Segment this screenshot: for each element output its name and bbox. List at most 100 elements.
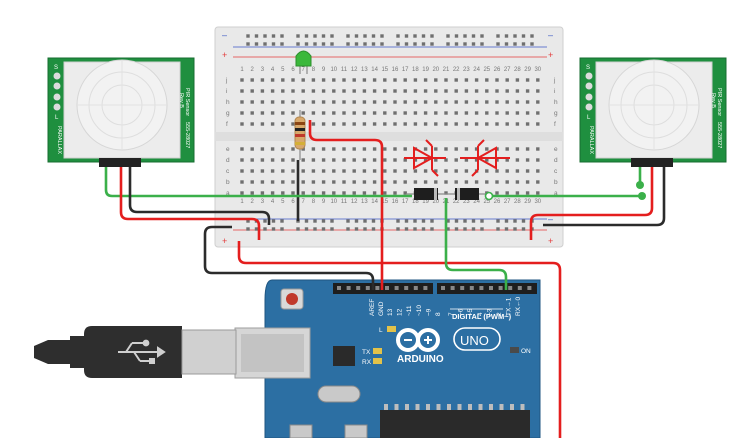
- breadboard-hole[interactable]: [464, 100, 469, 104]
- breadboard-hole[interactable]: [342, 122, 346, 126]
- header-pin[interactable]: [517, 286, 522, 290]
- breadboard-hole[interactable]: [246, 219, 250, 223]
- breadboard-hole[interactable]: [525, 89, 530, 93]
- breadboard-hole[interactable]: [330, 42, 334, 46]
- breadboard-hole[interactable]: [362, 100, 367, 104]
- breadboard-hole[interactable]: [301, 78, 305, 82]
- breadboard-hole[interactable]: [371, 42, 376, 46]
- breadboard-hole[interactable]: [352, 122, 356, 126]
- breadboard-hole[interactable]: [480, 219, 484, 223]
- breadboard-hole[interactable]: [281, 100, 285, 104]
- breadboard-hole[interactable]: [321, 180, 326, 184]
- breadboard-hole[interactable]: [515, 180, 520, 184]
- breadboard-hole[interactable]: [354, 34, 359, 38]
- breadboard-hole[interactable]: [464, 158, 469, 162]
- breadboard-hole[interactable]: [321, 89, 326, 93]
- breadboard-hole[interactable]: [250, 147, 254, 151]
- breadboard-hole[interactable]: [250, 78, 254, 82]
- breadboard-hole[interactable]: [313, 227, 317, 231]
- breadboard-hole[interactable]: [342, 169, 346, 173]
- breadboard-hole[interactable]: [505, 158, 509, 162]
- breadboard-hole[interactable]: [372, 100, 377, 104]
- breadboard-hole[interactable]: [301, 180, 305, 184]
- breadboard-hole[interactable]: [495, 111, 499, 115]
- breadboard-hole[interactable]: [403, 100, 407, 104]
- breadboard-hole[interactable]: [393, 100, 397, 104]
- breadboard-hole[interactable]: [346, 219, 350, 223]
- breadboard-hole[interactable]: [393, 191, 397, 195]
- breadboard-hole[interactable]: [281, 111, 285, 115]
- breadboard-hole[interactable]: [260, 100, 265, 104]
- breadboard-hole[interactable]: [301, 169, 305, 173]
- breadboard-hole[interactable]: [485, 158, 489, 162]
- breadboard-hole[interactable]: [250, 169, 254, 173]
- breadboard-hole[interactable]: [271, 227, 276, 231]
- breadboard-hole[interactable]: [495, 100, 499, 104]
- breadboard-hole[interactable]: [342, 111, 346, 115]
- breadboard-hole[interactable]: [430, 227, 434, 231]
- breadboard-hole[interactable]: [413, 78, 418, 82]
- breadboard-hole[interactable]: [413, 169, 418, 173]
- breadboard-hole[interactable]: [471, 219, 476, 223]
- breadboard-hole[interactable]: [240, 191, 244, 195]
- breadboard-hole[interactable]: [372, 78, 377, 82]
- breadboard-hole[interactable]: [311, 158, 316, 162]
- breadboard-hole[interactable]: [536, 158, 540, 162]
- breadboard-hole[interactable]: [321, 158, 326, 162]
- breadboard-hole[interactable]: [454, 111, 458, 115]
- breadboard-hole[interactable]: [342, 180, 346, 184]
- breadboard-hole[interactable]: [434, 111, 438, 115]
- breadboard-hole[interactable]: [383, 89, 387, 93]
- breadboard-hole[interactable]: [254, 34, 259, 38]
- breadboard-hole[interactable]: [311, 122, 316, 126]
- header-pin[interactable]: [404, 286, 409, 290]
- breadboard-hole[interactable]: [352, 158, 356, 162]
- breadboard-hole[interactable]: [446, 219, 450, 223]
- breadboard-hole[interactable]: [393, 158, 397, 162]
- breadboard-hole[interactable]: [444, 78, 448, 82]
- breadboard-hole[interactable]: [446, 227, 450, 231]
- breadboard-hole[interactable]: [515, 122, 520, 126]
- breadboard-hole[interactable]: [530, 34, 534, 38]
- breadboard-hole[interactable]: [463, 34, 467, 38]
- breadboard-hole[interactable]: [525, 180, 530, 184]
- breadboard-hole[interactable]: [403, 147, 407, 151]
- breadboard-hole[interactable]: [504, 219, 509, 223]
- breadboard-hole[interactable]: [291, 100, 295, 104]
- breadboard-hole[interactable]: [270, 169, 275, 173]
- breadboard-hole[interactable]: [371, 219, 376, 223]
- breadboard-hole[interactable]: [454, 180, 458, 184]
- breadboard-hole[interactable]: [254, 42, 259, 46]
- breadboard-hole[interactable]: [311, 180, 316, 184]
- breadboard-hole[interactable]: [525, 78, 530, 82]
- header-pin[interactable]: [394, 286, 399, 290]
- breadboard-hole[interactable]: [270, 78, 275, 82]
- breadboard-hole[interactable]: [313, 34, 317, 38]
- header-pin[interactable]: [460, 286, 465, 290]
- breadboard-hole[interactable]: [444, 147, 448, 151]
- breadboard-hole[interactable]: [536, 147, 540, 151]
- breadboard-hole[interactable]: [454, 42, 459, 46]
- breadboard-hole[interactable]: [404, 219, 409, 223]
- breadboard-hole[interactable]: [434, 89, 438, 93]
- breadboard-hole[interactable]: [434, 158, 438, 162]
- breadboard-hole[interactable]: [464, 122, 469, 126]
- breadboard-hole[interactable]: [454, 100, 458, 104]
- breadboard-hole[interactable]: [330, 227, 334, 231]
- breadboard-hole[interactable]: [536, 78, 540, 82]
- breadboard-hole[interactable]: [521, 227, 526, 231]
- breadboard-hole[interactable]: [263, 219, 267, 223]
- breadboard-hole[interactable]: [396, 219, 400, 223]
- breadboard-hole[interactable]: [480, 42, 484, 46]
- header-pin[interactable]: [346, 286, 351, 290]
- breadboard-hole[interactable]: [250, 122, 254, 126]
- breadboard-hole[interactable]: [485, 89, 489, 93]
- breadboard-hole[interactable]: [421, 42, 426, 46]
- breadboard-hole[interactable]: [296, 227, 300, 231]
- header-pin[interactable]: [365, 286, 370, 290]
- breadboard-hole[interactable]: [515, 191, 520, 195]
- breadboard-hole[interactable]: [263, 34, 267, 38]
- breadboard-hole[interactable]: [444, 111, 448, 115]
- breadboard-hole[interactable]: [403, 89, 407, 93]
- breadboard-hole[interactable]: [291, 158, 295, 162]
